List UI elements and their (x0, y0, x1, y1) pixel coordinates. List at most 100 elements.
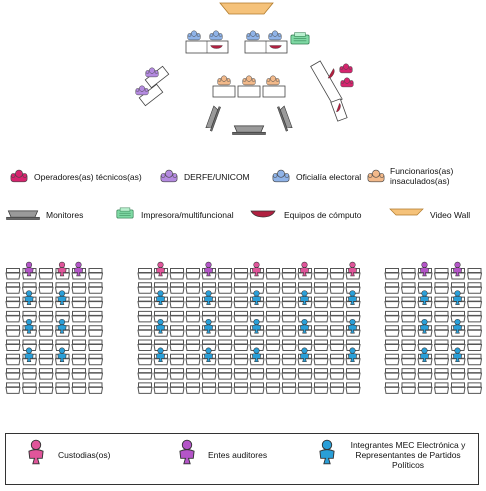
chair (5, 339, 21, 351)
chair (55, 382, 70, 394)
chair (384, 353, 400, 366)
chair (233, 353, 249, 366)
chair (329, 325, 345, 337)
chair (169, 368, 185, 380)
chair (153, 382, 169, 394)
chair (345, 382, 361, 394)
chair (169, 310, 185, 323)
derfe-icon (160, 169, 178, 183)
chair (467, 268, 482, 280)
chair (467, 368, 482, 380)
chair (38, 339, 54, 351)
chair (137, 382, 153, 394)
legend-entes-label: Entes auditores (208, 450, 268, 460)
chair (185, 368, 201, 380)
chair (38, 296, 54, 309)
computer-icon (250, 210, 276, 218)
chair (384, 282, 400, 294)
chair (401, 339, 416, 351)
chair (185, 310, 201, 323)
chair (55, 368, 70, 380)
chair (281, 282, 297, 294)
chair (265, 339, 281, 351)
chair (38, 282, 54, 294)
chair (169, 296, 185, 309)
legend-derfe-label: DERFE/UNICOM (184, 172, 250, 182)
chair (329, 296, 345, 309)
oficialia-table-left (185, 30, 229, 54)
chair (38, 268, 54, 280)
chair (329, 268, 345, 280)
chair (233, 368, 249, 380)
chair (71, 310, 87, 323)
chair (313, 353, 329, 366)
legend-operators-label: Operadores(as) técnicos(as) (34, 172, 142, 182)
chair (467, 296, 482, 309)
operators-tables (310, 60, 354, 122)
chair (185, 268, 201, 280)
chair (329, 382, 345, 394)
chair (467, 310, 482, 323)
chair (217, 353, 233, 366)
chair (434, 296, 449, 309)
chair (401, 325, 416, 337)
chair (384, 382, 400, 394)
chair (217, 325, 233, 337)
chair (5, 382, 21, 394)
bottom-legend (5, 433, 479, 485)
chair (281, 339, 297, 351)
chair (71, 353, 87, 366)
chair (417, 368, 433, 380)
chair (169, 339, 185, 351)
chair (217, 310, 233, 323)
chair (233, 282, 249, 294)
chair (329, 339, 345, 351)
chair (88, 353, 103, 366)
chair (450, 368, 466, 380)
chair (467, 382, 482, 394)
chair (281, 325, 297, 337)
printer-icon (116, 207, 134, 219)
chair (313, 325, 329, 337)
chair (281, 268, 297, 280)
chair (265, 268, 281, 280)
chair (313, 382, 329, 394)
chair (233, 268, 249, 280)
derfe-tables (135, 65, 170, 107)
chair (217, 268, 233, 280)
videowall-icon (389, 208, 424, 216)
chair (137, 268, 153, 280)
chair (329, 282, 345, 294)
chair (137, 310, 153, 323)
chair (169, 325, 185, 337)
chair (22, 382, 37, 394)
chair (329, 353, 345, 366)
chair (434, 268, 449, 280)
operators-icon (10, 169, 28, 183)
legend-monitores-label: Monitores (46, 210, 84, 220)
chair (233, 325, 249, 337)
chair (233, 382, 249, 394)
legend-impresora-label: Impresora/multifuncional (141, 210, 234, 220)
chair (217, 296, 233, 309)
monitors (205, 104, 293, 135)
funcionarios-tables (212, 75, 286, 98)
video-wall (219, 2, 274, 15)
chair (5, 310, 21, 323)
chair (137, 368, 153, 380)
chair (88, 368, 103, 380)
chair (384, 325, 400, 337)
chair (22, 368, 37, 380)
chair (434, 325, 449, 337)
chair (401, 296, 416, 309)
chair (185, 282, 201, 294)
seating-blocks (5, 261, 482, 394)
chair (71, 382, 87, 394)
chair (71, 282, 87, 294)
chair (185, 353, 201, 366)
chair (233, 310, 249, 323)
chair (5, 368, 21, 380)
chair (401, 353, 416, 366)
chair (169, 382, 185, 394)
